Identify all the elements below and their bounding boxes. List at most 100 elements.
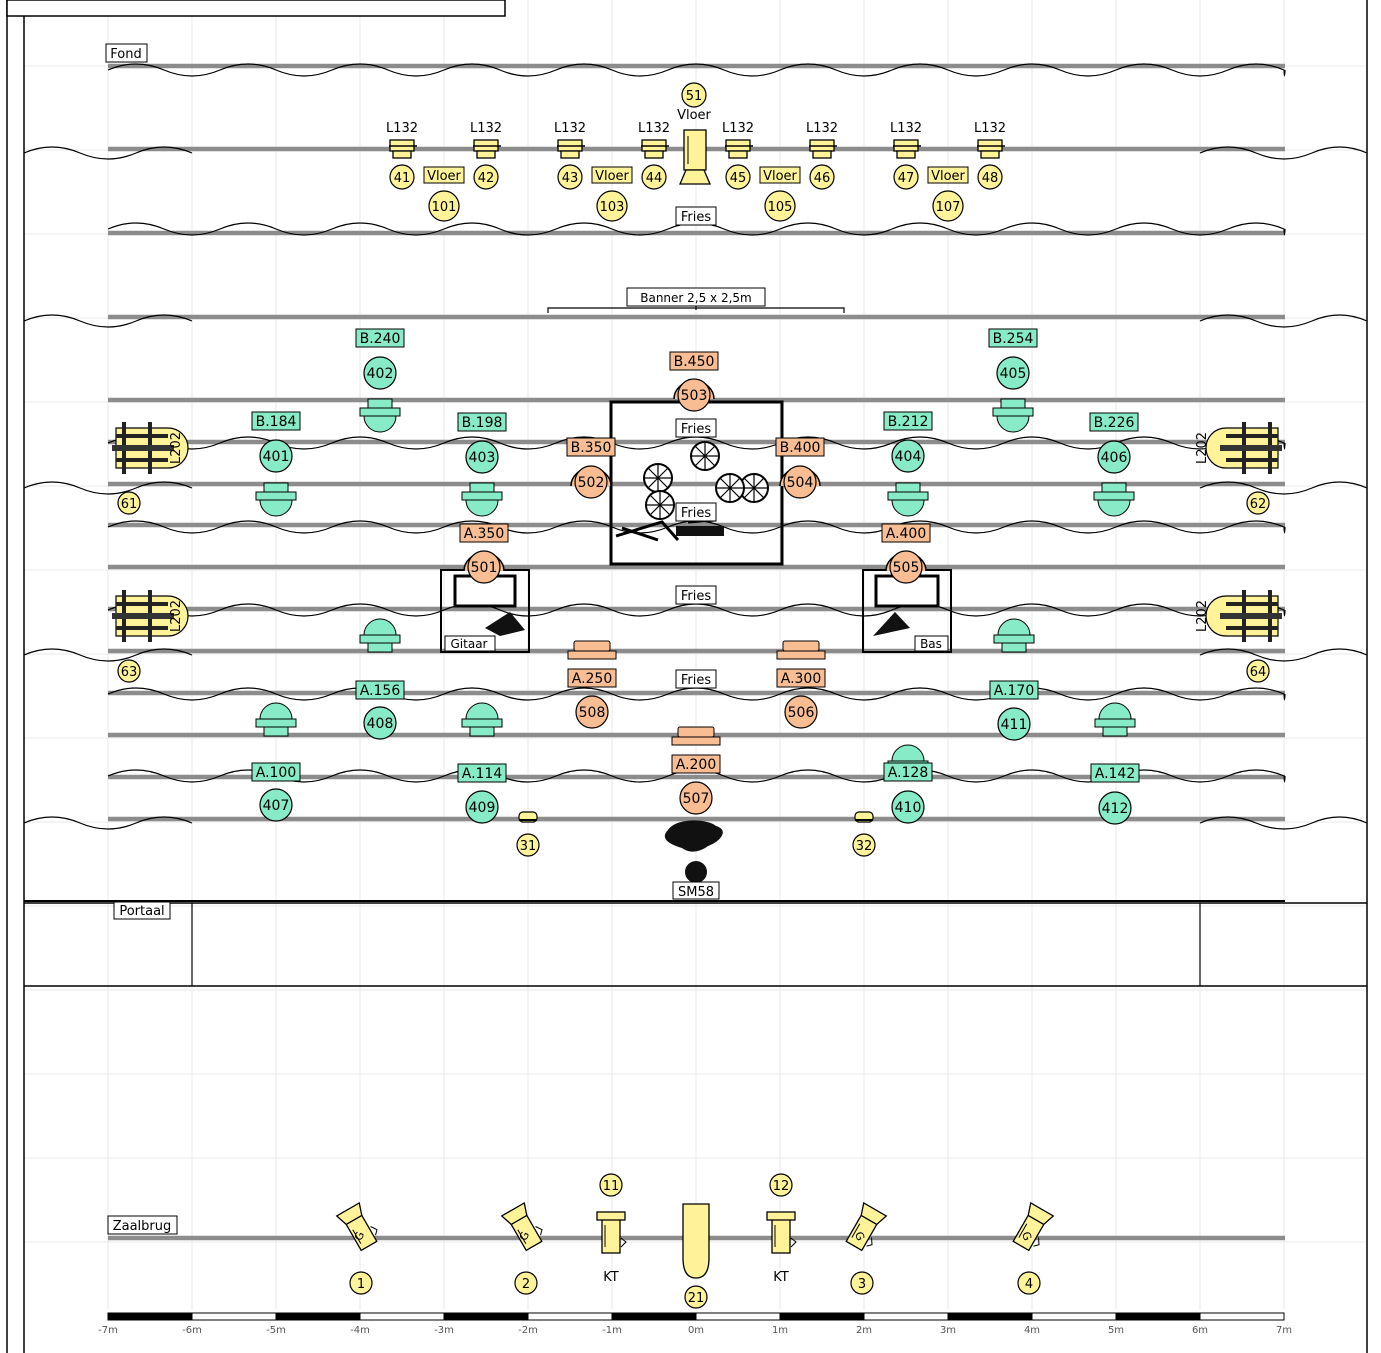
channel-circle-text: 45 xyxy=(730,171,747,186)
fixture-label: A.170 xyxy=(989,680,1039,700)
channel-circle: 44 xyxy=(641,164,667,190)
gitaar-label: Gitaar xyxy=(451,637,488,651)
channel-circle: 504 xyxy=(783,465,817,499)
fries-label-text: Fries xyxy=(681,422,711,437)
channel-circle-text: 1 xyxy=(357,1277,365,1292)
fixture-label: A.156 xyxy=(355,680,405,700)
channel-circle: 505 xyxy=(889,550,923,584)
channel-circle-text: 411 xyxy=(1001,717,1028,733)
mover-fixture xyxy=(993,618,1035,653)
scale-segment xyxy=(611,1312,697,1321)
fixture-label: B.226 xyxy=(1089,412,1139,432)
scale-tick-label: -2m xyxy=(518,1325,538,1336)
scale-tick-label: 0m xyxy=(688,1325,704,1336)
channel-circle-text: 51 xyxy=(686,89,703,104)
fries-label-text: Fries xyxy=(681,589,711,604)
side-gel-label: L202 xyxy=(169,432,184,464)
vloer-label: Vloer xyxy=(423,166,465,184)
channel-circle-text: 402 xyxy=(367,366,394,382)
channel-circle-text: 105 xyxy=(768,200,793,215)
channel-circle-text: 61 xyxy=(121,497,138,512)
wash-fixture xyxy=(776,640,826,660)
zaalbrug-label: Zaalbrug xyxy=(113,1219,172,1234)
fixture-label: B.254 xyxy=(988,328,1038,348)
channel-circle: 63 xyxy=(117,659,141,683)
gel-label: L132 xyxy=(722,121,754,136)
channel-circle-text: 502 xyxy=(578,475,605,491)
channel-circle: 46 xyxy=(809,164,835,190)
side-fixture xyxy=(1205,589,1283,643)
channel-circle-text: 2 xyxy=(522,1277,530,1292)
channel-circle: 61 xyxy=(117,491,141,515)
channel-circle-text: 47 xyxy=(898,171,915,186)
fixture-label-text: B.400 xyxy=(780,440,821,456)
gel-label: L132 xyxy=(974,121,1006,136)
scale-segment xyxy=(527,1312,613,1321)
channel-circle-text: 412 xyxy=(1102,801,1129,817)
pc-fixture xyxy=(892,139,922,159)
fries-label-text: Fries xyxy=(681,673,711,688)
channel-circle: 502 xyxy=(574,465,608,499)
floor-flood xyxy=(679,129,711,185)
fries-label: Fries xyxy=(675,669,717,689)
channel-circle: 3 xyxy=(850,1271,874,1295)
drape xyxy=(107,63,1286,77)
side-gel-label: L202 xyxy=(1195,600,1210,632)
leg-right xyxy=(1199,648,1368,662)
channel-circle-text: 64 xyxy=(1250,665,1267,680)
fixture-label: B.400 xyxy=(775,437,825,457)
vloer-label: Vloer xyxy=(927,166,969,184)
gel-label: L132 xyxy=(638,121,670,136)
scale-segment xyxy=(359,1312,445,1321)
channel-circle-text: 32 xyxy=(856,839,873,854)
scale-tick-label: -1m xyxy=(602,1325,622,1336)
pc-fixture xyxy=(640,139,670,159)
vloer-label-text: Vloer xyxy=(427,169,461,184)
scale-tick-label: 6m xyxy=(1192,1325,1208,1336)
channel-circle: 103 xyxy=(596,190,628,222)
channel-circle-text: 62 xyxy=(1250,497,1267,512)
fixture-label-text: A.100 xyxy=(256,765,297,781)
vloer-label-text: Vloer xyxy=(763,169,797,184)
channel-circle: 409 xyxy=(465,790,499,824)
pc-fixture xyxy=(556,139,586,159)
channel-circle-text: 505 xyxy=(893,560,920,576)
channel-circle: 407 xyxy=(259,788,293,822)
scale-tick-label: -6m xyxy=(182,1325,202,1336)
scale-segment xyxy=(1115,1312,1201,1321)
channel-circle-text: 401 xyxy=(263,449,290,465)
drape xyxy=(107,222,1286,236)
channel-circle: 403 xyxy=(465,440,499,474)
gel-label: L132 xyxy=(470,121,502,136)
fries-label: Fries xyxy=(675,502,717,522)
mic-label: SM58 xyxy=(678,885,714,900)
gel-label: L132 xyxy=(806,121,838,136)
singer-position: SM58 xyxy=(664,820,723,900)
scale-tick-label: -4m xyxy=(350,1325,370,1336)
kt-label: KT xyxy=(603,1270,619,1285)
mover-fixture xyxy=(461,482,503,517)
scale-segment xyxy=(779,1312,865,1321)
floor-front-fixture xyxy=(854,811,874,823)
channel-circle-text: 21 xyxy=(688,1291,705,1306)
channel-circle: 508 xyxy=(575,695,609,729)
channel-circle: 405 xyxy=(996,356,1030,390)
leg-left xyxy=(23,481,193,495)
channel-circle-text: 4 xyxy=(1025,1277,1033,1292)
mover-fixture xyxy=(992,398,1034,433)
scale-segment xyxy=(107,1312,193,1321)
channel-circle: 48 xyxy=(977,164,1003,190)
fixture-label: A.350 xyxy=(459,523,509,543)
channel-circle: 11 xyxy=(599,1173,623,1197)
leg-right xyxy=(1199,816,1368,830)
pc-fixture xyxy=(472,139,502,159)
drape xyxy=(107,687,1286,701)
channel-circle: 42 xyxy=(473,164,499,190)
leg-right xyxy=(1199,314,1368,328)
channel-circle: 501 xyxy=(467,550,501,584)
profile-fixture xyxy=(336,1201,383,1254)
guitar-riser: Gitaar xyxy=(440,569,530,653)
channel-circle: 503 xyxy=(677,378,711,412)
fixture-label-text: A.128 xyxy=(888,765,929,781)
